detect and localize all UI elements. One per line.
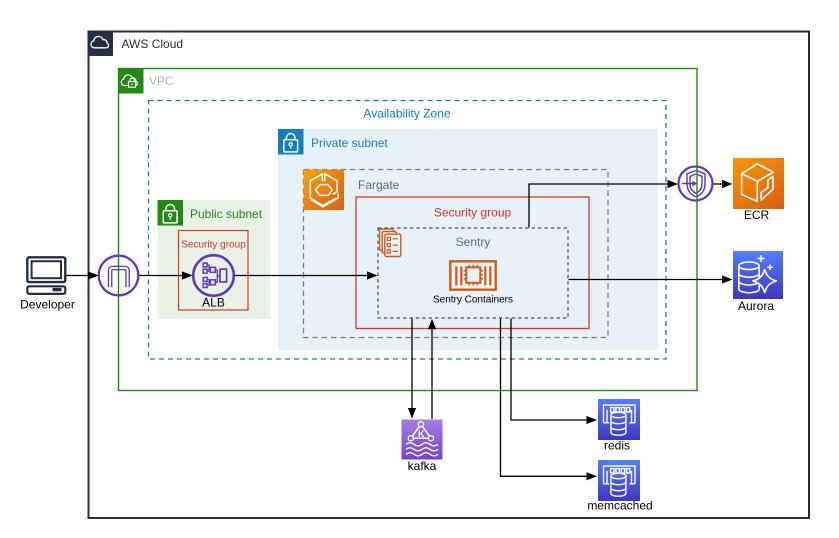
svg-text:Fargate: Fargate (358, 178, 400, 192)
svg-text:Sentry: Sentry (456, 235, 491, 249)
svg-text:ALB: ALB (202, 296, 225, 310)
svg-text:Public subnet: Public subnet (190, 207, 263, 221)
svg-text:memcached: memcached (587, 499, 652, 513)
svg-text:K: K (418, 429, 425, 439)
svg-text:Security group: Security group (181, 240, 246, 251)
svg-text:redis: redis (604, 439, 630, 453)
svg-text:VPC: VPC (149, 74, 174, 88)
svg-text:Developer: Developer (20, 298, 75, 312)
svg-text:kafka: kafka (408, 459, 437, 473)
svg-text:Sentry Containers: Sentry Containers (433, 295, 513, 306)
svg-text:Security group: Security group (434, 206, 512, 220)
svg-text:Aurora: Aurora (738, 299, 774, 313)
svg-text:Availability Zone: Availability Zone (363, 107, 450, 121)
svg-text:ECR: ECR (744, 208, 770, 222)
svg-text:Private subnet: Private subnet (311, 136, 388, 150)
svg-text:AWS Cloud: AWS Cloud (122, 37, 184, 51)
